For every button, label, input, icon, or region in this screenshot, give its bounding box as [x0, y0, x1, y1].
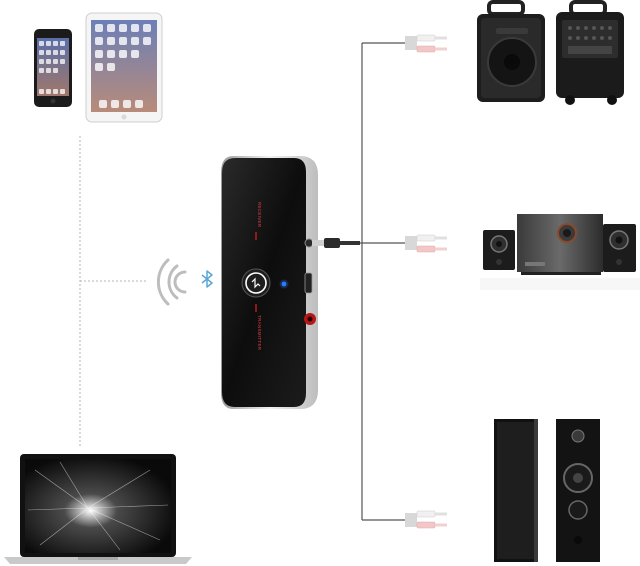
laptop [4, 454, 192, 564]
wifi-waves-icon [156, 258, 187, 306]
bluetooth-adapter-device: RECEIVER TRANSMITTER [221, 156, 318, 409]
transmitter-label: TRANSMITTER [257, 315, 262, 351]
rca-plugs-top [405, 34, 447, 53]
rca-plugs-bottom [405, 510, 447, 529]
pa-speaker-front [477, 0, 545, 102]
aux-port [304, 238, 314, 248]
tower-speaker-exposed [556, 419, 600, 562]
power-mode-button[interactable] [241, 268, 271, 298]
audio-plug [312, 238, 360, 248]
audio-cables [360, 42, 412, 521]
usb-charge-port [304, 272, 313, 294]
receiver-label: RECEIVER [257, 202, 262, 228]
subwoofer [517, 214, 603, 275]
pa-speaker-back [556, 0, 624, 105]
rca-red-port [304, 313, 316, 325]
smartphone [34, 29, 72, 107]
satellite-speaker-left [483, 230, 515, 270]
rca-plugs-middle [405, 234, 447, 253]
status-led [281, 281, 287, 287]
wireless-link-lines [79, 136, 146, 446]
tablet [85, 12, 163, 123]
satellite-speaker-right [603, 224, 636, 272]
speaker-reflection [480, 278, 640, 290]
tower-speaker-with-grille [494, 419, 538, 562]
bluetooth-icon [201, 270, 213, 288]
